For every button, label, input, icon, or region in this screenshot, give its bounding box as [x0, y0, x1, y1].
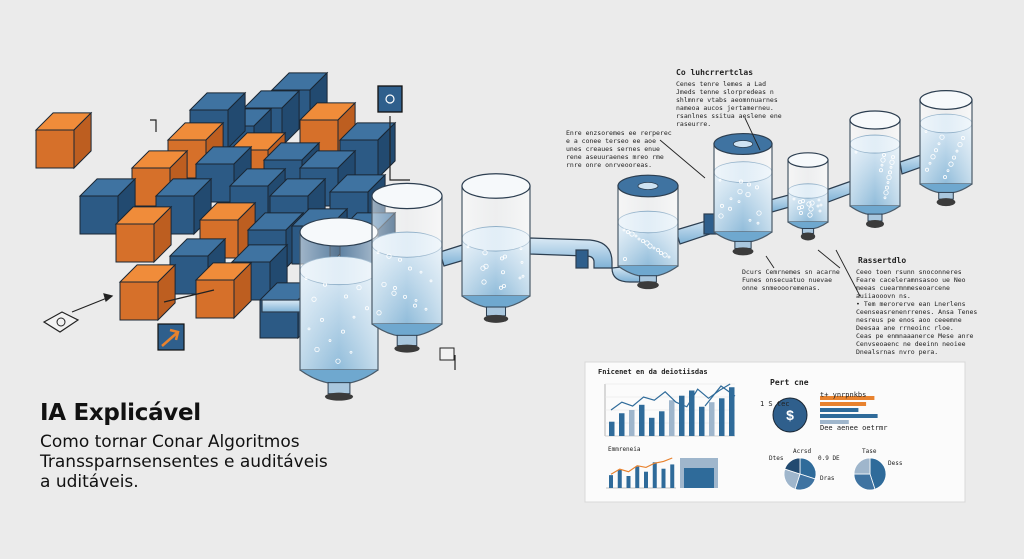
- small-device-icon: [42, 85, 455, 361]
- annotation-leader-lines: [659, 117, 861, 297]
- kpi-panel: $: [772, 396, 878, 433]
- pie-slice: [799, 457, 817, 480]
- chart3-bar: [635, 466, 640, 488]
- pie-slice: [853, 473, 876, 491]
- kpi-note: Dee aenee oetrmr: [820, 424, 888, 432]
- subtitle-line-3: a uditáveis.: [40, 472, 139, 492]
- tank-6: [787, 152, 829, 241]
- cube-7: [34, 111, 93, 170]
- pie-label-1: Dtes: [769, 455, 784, 462]
- chart1-bar: [639, 404, 645, 436]
- chart1-bar: [689, 390, 695, 436]
- chart1-bar: [729, 387, 735, 436]
- annotation-top-title: Co luhcrrertclas: [676, 68, 754, 77]
- pie-slice: [869, 457, 887, 490]
- tank-3: [461, 173, 531, 323]
- kpi-hbar: [820, 402, 867, 406]
- chart3-series-line: [610, 457, 673, 475]
- chart1-bar: [669, 400, 675, 436]
- chart1-bar: [719, 398, 725, 436]
- pie-label-2: Acrsd: [793, 448, 812, 455]
- chart3-bar: [644, 471, 648, 488]
- dollar-icon: [772, 397, 808, 433]
- chart1-bar: [659, 411, 665, 436]
- bar-line-chart-1: [604, 383, 736, 437]
- dollar-icon-label: $: [786, 407, 794, 423]
- kpi-title: Pert cne: [770, 378, 809, 387]
- pie-label-6: Dess: [888, 460, 903, 467]
- kpi-hbar: [820, 408, 859, 412]
- connector-lines: [71, 116, 456, 370]
- title-block: IA Explicável Como tornar Conar Algoritm…: [40, 400, 460, 492]
- pie-charts: [783, 457, 887, 491]
- chart1-bar: [679, 395, 685, 436]
- cube-27: [194, 261, 253, 320]
- chart1-series-line: [610, 383, 731, 411]
- chart3-bar: [652, 462, 657, 488]
- tank-4: [617, 174, 679, 290]
- annotation-right-body: Ceeo toen rsunn snoconneres Feare cacele…: [856, 268, 978, 356]
- subtitle-line-2: Transsparnsensentes e auditáveis: [40, 452, 328, 472]
- tank-1: [299, 217, 379, 401]
- bar-line-chart-2: [606, 457, 718, 489]
- chart1-bar: [629, 410, 635, 436]
- analytics-dashboard: $: [584, 361, 966, 503]
- chart3-bar: [626, 476, 631, 488]
- annotation-right-title: Rassertdlo: [858, 256, 907, 265]
- chart1-trend-line: [704, 385, 736, 407]
- tank-2: [371, 182, 443, 353]
- chart3-block-inner: [684, 468, 714, 488]
- pie-chart-1: [783, 457, 817, 491]
- chart1-bar: [699, 406, 705, 436]
- kpi-side-label: 1 S tec: [760, 400, 790, 408]
- subtitle-line-1: Como tornar Conar Algoritmos: [40, 432, 300, 452]
- chart3-bar: [617, 470, 622, 488]
- chart1-bar: [619, 413, 625, 436]
- pie-label-3: 0.9 DE: [818, 455, 840, 462]
- pie-slice: [784, 457, 801, 475]
- dashboard-title: Fnicenet en da deiotiisdas: [598, 368, 708, 376]
- annotation-top-body: Cenes tenre lemes a Lad Jmeds tenne slor…: [676, 80, 782, 128]
- kpi-hbar: [820, 414, 878, 418]
- chart1-bar: [609, 421, 615, 436]
- pie-slice: [853, 457, 871, 475]
- pie-label-5: Tase: [862, 448, 877, 455]
- tank-7: [849, 110, 901, 228]
- tank-8: [919, 90, 973, 207]
- mini-chart-legend: Emmreneia: [608, 446, 641, 453]
- chart1-bar: [709, 402, 715, 436]
- cube-26: [118, 263, 177, 322]
- chart1-bar: [649, 417, 655, 436]
- annotation-center-body: Dcurs Cemrnemes sn acarne Funes onsecuat…: [742, 268, 840, 292]
- annotation-left-body: Enre enzsoremes ee rerperec e a conee te…: [566, 129, 672, 169]
- kpi-hbar: [820, 420, 849, 424]
- pie-chart-2: [853, 457, 887, 491]
- page-title: IA Explicável: [40, 400, 201, 426]
- kpi-hbar: [820, 396, 875, 400]
- kpi-legend: t+ ynrpnkbs: [820, 391, 867, 399]
- chart3-bar: [609, 475, 613, 488]
- pie-label-4: Dras: [820, 475, 835, 482]
- tank-5: [713, 132, 773, 256]
- filter-tanks: [299, 90, 973, 401]
- chart3-bar: [661, 468, 666, 488]
- chart3-bar: [670, 464, 675, 488]
- cube-19: [114, 205, 173, 264]
